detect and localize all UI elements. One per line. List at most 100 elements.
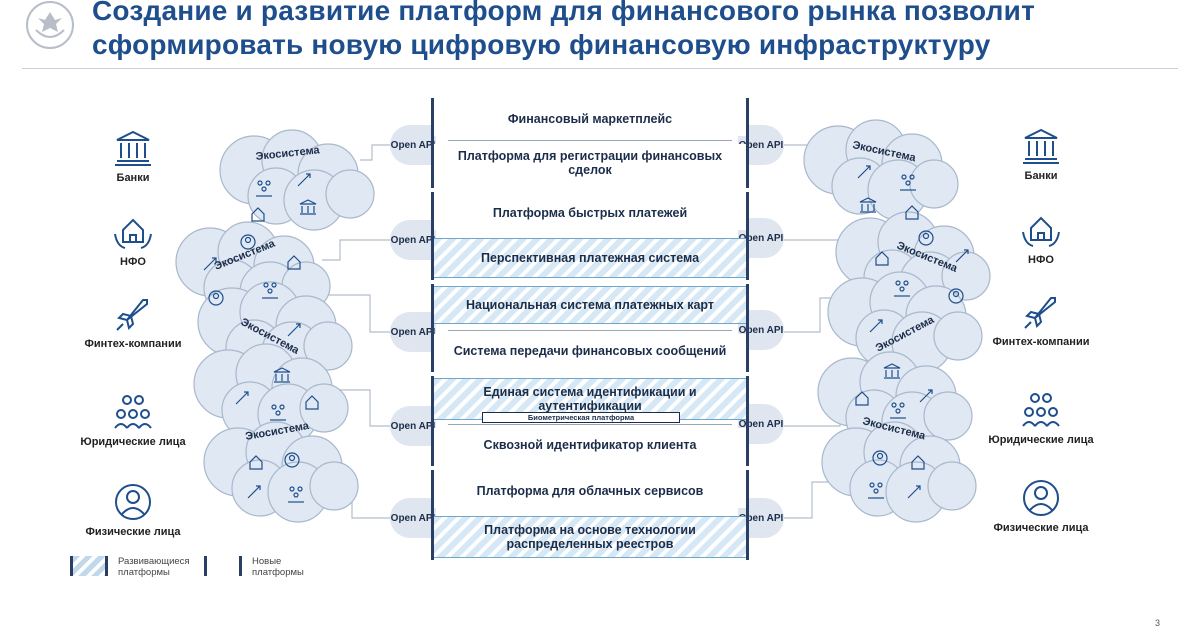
rocket-icon	[116, 299, 148, 331]
platform-separator	[448, 424, 732, 425]
platform-group-5: Платформа для облачных сервисов Платформ…	[431, 470, 749, 560]
ecosystem-cloud	[203, 421, 359, 523]
actor-nfo-left: НФО	[68, 212, 198, 269]
rocket-icon	[247, 485, 261, 499]
people-group-icon	[1022, 393, 1060, 427]
actor-individuals-left: Физические лица	[68, 482, 198, 539]
open-api-badge-left-2: Open API	[390, 220, 436, 260]
bank-icon	[299, 199, 317, 215]
right-ecosystem-clouds	[803, 119, 991, 523]
house-hands-icon	[114, 218, 152, 249]
actor-label: НФО	[1028, 254, 1054, 266]
platform-group-4: Единая система идентификации и аутентифи…	[431, 376, 749, 466]
people-group-icon	[256, 180, 272, 197]
bank-icon	[883, 363, 901, 379]
house-hands-icon	[251, 207, 265, 222]
page-title: Создание и развитие платформ для финансо…	[92, 0, 1035, 60]
rocket-icon	[297, 173, 311, 187]
platform-separator	[448, 140, 732, 141]
bank-icon	[859, 197, 877, 213]
actor-label: Банки	[1024, 170, 1058, 182]
page-number: 3	[1154, 618, 1160, 628]
house-hands-icon	[287, 255, 301, 270]
rocket-icon	[869, 319, 883, 333]
actor-label: Юридические лица	[80, 436, 186, 448]
open-api-badge-left-5: Open API	[390, 498, 436, 538]
bank-icon	[115, 130, 151, 166]
actor-nfo-right: НФО	[976, 210, 1106, 267]
house-hands-icon	[249, 455, 263, 470]
house-hands-icon	[1022, 216, 1060, 247]
person-icon	[918, 230, 934, 246]
actor-label: Физические лица	[85, 526, 181, 538]
legend-swatch-new	[204, 556, 242, 576]
platform-financial-messaging: Система передачи финансовых сообщений	[434, 334, 746, 368]
rocket-icon	[235, 391, 249, 405]
actor-label: Банки	[116, 172, 150, 184]
actor-fintech-left: Финтех-компании	[68, 294, 198, 351]
header-divider	[22, 68, 1178, 69]
platform-group-2: Платформа быстрых платежей Перспективная…	[431, 192, 749, 280]
platform-deal-registration: Платформа для регистрации финансовых сде…	[434, 144, 746, 182]
actor-banks-left: Банки	[68, 128, 198, 185]
open-api-badge-left-1: Open API	[390, 125, 436, 165]
rocket-icon	[919, 389, 933, 403]
rocket-icon	[907, 485, 921, 499]
open-api-badge-left-4: Open API	[390, 406, 436, 446]
people-group-icon	[890, 402, 906, 419]
people-group-icon	[894, 280, 910, 297]
legend-swatch-developing	[70, 556, 108, 576]
person-icon	[240, 234, 256, 250]
actor-label: НФО	[120, 256, 146, 268]
people-group-icon	[114, 395, 152, 429]
person-icon	[284, 452, 300, 468]
rocket-icon	[955, 249, 969, 263]
bank-icon	[273, 367, 291, 383]
people-group-icon	[868, 482, 884, 499]
house-hands-icon	[875, 251, 889, 266]
rocket-icon	[203, 257, 217, 271]
people-group-icon	[288, 486, 304, 503]
actor-label: Физические лица	[993, 522, 1089, 534]
header: Создание и развитие платформ для финансо…	[0, 0, 1200, 70]
people-group-icon	[262, 282, 278, 299]
person-icon	[948, 288, 964, 304]
rocket-icon	[857, 165, 871, 179]
house-hands-icon	[855, 391, 869, 406]
platform-financial-marketplace: Финансовый маркетплейс	[434, 102, 746, 136]
person-icon	[1023, 480, 1059, 516]
actor-banks-right: Банки	[976, 126, 1106, 183]
people-group-icon	[270, 404, 286, 421]
rocket-icon	[287, 323, 301, 337]
platform-separator	[448, 330, 732, 331]
platform-cloud-services: Платформа для облачных сервисов	[434, 474, 746, 508]
house-hands-icon	[911, 455, 925, 470]
person-icon	[872, 450, 888, 466]
ecosystem-cloud	[803, 119, 959, 221]
actor-individuals-right: Физические лица	[976, 478, 1106, 535]
legend-label-developing: Развивающиеся платформы	[118, 556, 190, 578]
central-bank-emblem-icon	[26, 1, 74, 49]
platform-prospective-payment-system: Перспективная платежная система	[434, 238, 746, 278]
platform-group-3: Национальная система платежных карт Сист…	[431, 284, 749, 372]
platform-group-1: Финансовый маркетплейс Платформа для рег…	[431, 98, 749, 188]
actor-fintech-right: Финтех-компании	[976, 292, 1106, 349]
people-group-icon	[900, 174, 916, 191]
rocket-icon	[1024, 297, 1056, 329]
platform-distributed-ledger: Платформа на основе технологии распредел…	[434, 516, 746, 558]
ecosystem-cloud	[219, 129, 375, 231]
house-hands-icon	[905, 205, 919, 220]
actor-label: Финтех-компании	[992, 336, 1090, 348]
bank-icon	[1023, 128, 1059, 164]
actor-label: Юридические лица	[988, 434, 1094, 446]
house-hands-icon	[305, 395, 319, 410]
platform-client-identifier: Сквозной идентификатор клиента	[434, 428, 746, 462]
platform-national-card-system: Национальная система платежных карт	[434, 286, 746, 324]
left-ecosystem-clouds	[175, 129, 375, 523]
platform-fast-payments: Платформа быстрых платежей	[434, 196, 746, 230]
actor-label: Финтех-компании	[84, 338, 182, 350]
cloud-mini-icons	[203, 165, 969, 503]
actor-legal-entities-left: Юридические лица	[68, 392, 198, 449]
legend-label-new: Новые платформы	[252, 556, 304, 578]
